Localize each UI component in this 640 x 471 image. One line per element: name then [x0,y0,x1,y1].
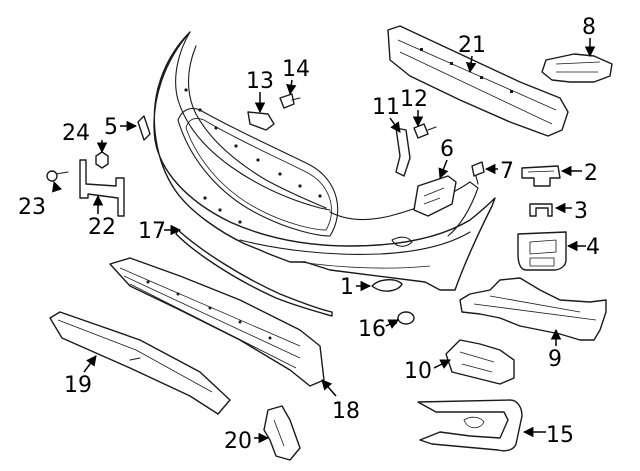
callout-22: 22 [88,215,116,240]
callout-1: 1 [340,275,354,300]
part-24-nut [95,151,109,169]
callout-6: 6 [440,137,454,162]
callout-8: 8 [582,15,596,40]
part-3-clip [529,203,553,217]
callout-11: 11 [372,95,400,120]
part-12-bolt [413,123,437,139]
callout-9: 9 [548,347,562,372]
part-6-bracket [413,175,457,217]
callout-19: 19 [64,373,92,398]
part-11-bracket [395,127,411,177]
part-17-strip [175,229,333,317]
callout-4: 4 [586,235,600,260]
bumper-cover [153,31,496,291]
callout-labels: 1 2 3 4 5 6 7 8 10 11 12 13 14 15 16 17 … [18,15,600,454]
part-5-clip [137,115,151,141]
part-19-lower-panel [49,311,231,415]
callout-20: 20 [224,429,252,454]
callout-7: 7 [500,159,514,184]
part-22-plate [79,159,125,217]
callout-23: 23 [18,195,46,220]
callout-13: 13 [246,69,274,94]
leader-lines [52,38,596,444]
callout-15: 15 [546,423,574,448]
callout-21: 21 [458,33,486,58]
callout-3: 3 [574,199,588,224]
part-23-bolt [46,170,69,182]
part-2-bracket [521,165,561,187]
part-20-bracket [263,405,301,461]
callout-24: 24 [62,121,90,146]
part-21-absorber [387,25,569,137]
part-10-bracket [445,339,515,385]
part-4-lamp-cover [517,231,567,271]
part-16-sensor [395,311,415,325]
part-1-tow-cover [371,279,403,292]
part-8-bracket [541,53,613,83]
callout-10: 10 [404,359,432,384]
callout-12: 12 [400,87,428,112]
callout-18: 18 [332,399,360,424]
part-15-lamp-bezel [417,399,523,452]
callout-2: 2 [584,161,598,186]
callout-17: 17 [138,219,166,244]
part-14-bolt [279,93,301,109]
part-13-bracket [247,111,275,131]
part-bracket-right [459,277,607,341]
callout-16: 16 [358,317,386,342]
callout-14: 14 [282,57,310,82]
part-7-screw [471,161,485,185]
callout-5: 5 [104,115,118,140]
